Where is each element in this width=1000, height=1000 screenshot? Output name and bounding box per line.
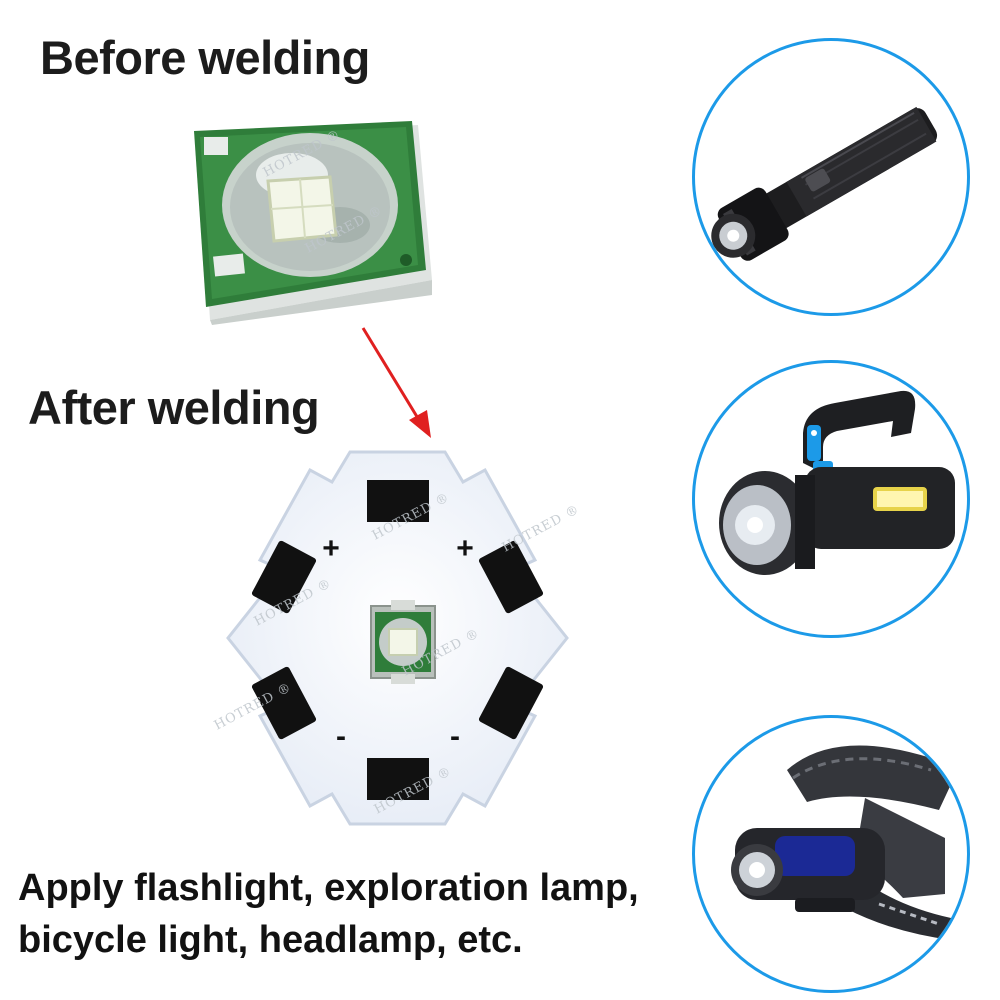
plus-mark: + <box>456 532 474 565</box>
searchlight-icon <box>719 390 955 575</box>
minus-mark: - <box>336 720 346 753</box>
flashlight-icon <box>711 106 938 261</box>
searchlight-circle <box>692 360 970 638</box>
before-welding-heading: Before welding <box>40 31 370 84</box>
after-welding-heading: After welding <box>28 381 320 434</box>
application-caption: Apply flashlight, exploration lamp, bicy… <box>18 862 639 966</box>
star-board-image: + + - - HOTRED ® HOTRED ® HOTRED ® HOTRE… <box>212 450 582 826</box>
red-arrow-icon <box>361 327 431 438</box>
led-emitter-image: HOTRED ® HOTRED ® <box>194 121 432 325</box>
flashlight-circle <box>692 38 970 316</box>
headlamp-icon <box>731 745 953 940</box>
minus-mark: - <box>450 720 460 753</box>
headlamp-circle <box>692 715 970 993</box>
plus-mark: + <box>322 532 340 565</box>
caption-line-1: Apply flashlight, exploration lamp, <box>18 867 639 909</box>
caption-line-2: bicycle light, headlamp, etc. <box>18 919 523 961</box>
